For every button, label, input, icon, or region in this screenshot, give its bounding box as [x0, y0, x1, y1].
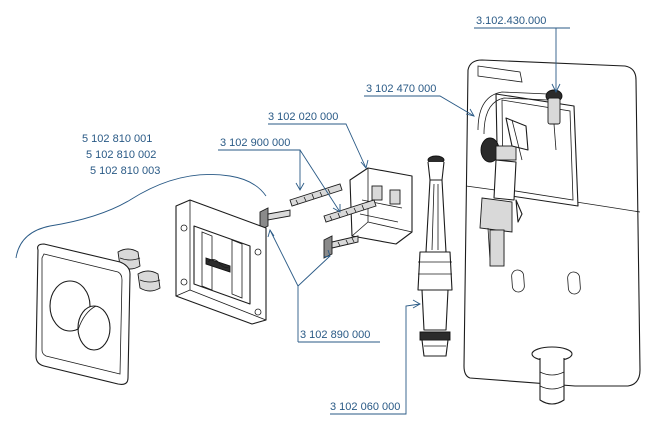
label-plate-1: 5 102 810 001: [82, 133, 152, 145]
callout-lines: [15, 27, 570, 415]
label-bracket: 3 102 020 000: [268, 111, 338, 123]
label-flush-valve: 3 102 060 000: [330, 401, 400, 413]
threaded-bolts: [289, 183, 377, 223]
label-cistern: 3.102.430.000: [476, 15, 546, 27]
back-frame: [175, 199, 267, 325]
label-fill-valve: 3 102 470 000: [366, 83, 436, 95]
label-bolts: 3 102 900 000: [220, 137, 290, 149]
label-plate-3: 5 102 810 003: [90, 165, 160, 177]
flush-plate: [35, 243, 131, 385]
fill-valve-assembly: [477, 89, 563, 267]
screws: [259, 207, 359, 259]
mounting-bracket: [349, 167, 413, 245]
label-plate-2: 5 102 810 002: [86, 149, 156, 161]
label-screws: 3 102 890 000: [300, 329, 370, 341]
flush-valve: [417, 155, 453, 357]
